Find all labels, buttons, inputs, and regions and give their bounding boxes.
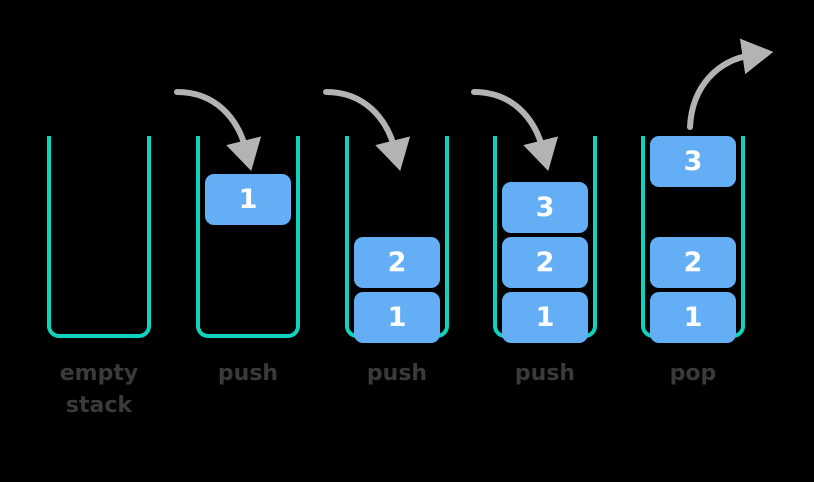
stack-label-push-3: push [514, 361, 576, 386]
stack-block: 1 [502, 292, 588, 343]
stack-column-pop: 3 2 1 pop [618, 0, 768, 482]
stack-block: 2 [354, 237, 440, 288]
stack-block: 2 [502, 237, 588, 288]
stack-container-empty [47, 136, 151, 338]
stack-blocks-empty [51, 136, 147, 336]
stack-block: 1 [650, 292, 736, 343]
stack-blocks-push-1: 1 [200, 136, 296, 336]
stack-block-popped: 3 [650, 136, 736, 187]
stack-label-empty: empty stack [59, 361, 139, 418]
stack-container-push-1 [196, 136, 300, 338]
stack-column-empty: empty stack [24, 0, 174, 482]
stack-block: 1 [354, 292, 440, 343]
stack-blocks-push-2: 2 1 [349, 136, 445, 343]
stack-blocks-pop: 3 2 1 [645, 136, 741, 343]
stack-block: 1 [205, 174, 291, 225]
stack-label-pop: pop [669, 361, 717, 386]
stack-column-push-3: 3 2 1 push [470, 0, 620, 482]
stack-label-push-1: push [217, 361, 279, 386]
stack-block: 3 [502, 182, 588, 233]
stack-blocks-push-3: 3 2 1 [497, 136, 593, 343]
stack-column-push-1: 1 push [173, 0, 323, 482]
stack-label-push-2: push [366, 361, 428, 386]
stack-column-push-2: 2 1 push [322, 0, 472, 482]
stack-block: 2 [650, 237, 736, 288]
